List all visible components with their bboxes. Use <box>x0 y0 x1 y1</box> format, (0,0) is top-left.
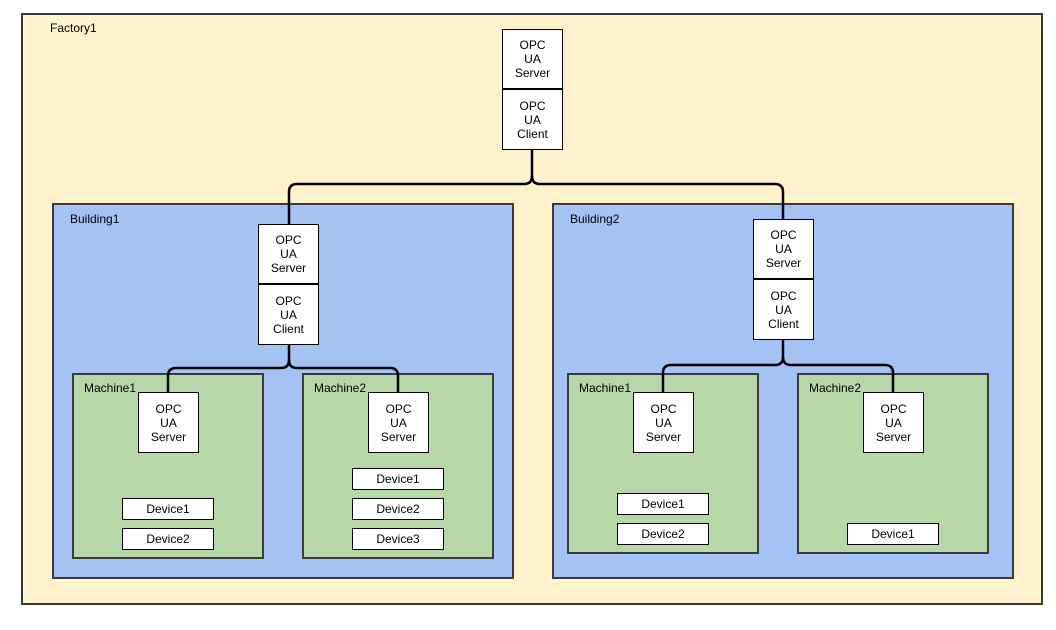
b1-m2-device2: Device2 <box>352 498 444 520</box>
factory-opc-ua-server: OPC UA Server <box>502 29 563 89</box>
b1-machine2-label: Machine2 <box>314 381 367 395</box>
b1-m1-device2: Device2 <box>122 528 214 550</box>
building1-label: Building1 <box>70 212 120 226</box>
b2-m1-device2: Device2 <box>617 523 709 545</box>
building2-opc-ua-server: OPC UA Server <box>753 219 814 279</box>
b2-machine2-opc-ua-server: OPC UA Server <box>863 392 924 453</box>
b2-m2-device1: Device1 <box>847 523 939 545</box>
building1-opc-ua-client: OPC UA Client <box>258 284 319 345</box>
building2-label: Building2 <box>570 212 620 226</box>
b1-m1-device1: Device1 <box>122 498 214 520</box>
factory-label: Factory1 <box>50 21 97 35</box>
b1-m2-device3: Device3 <box>352 528 444 550</box>
b2-machine1-opc-ua-server: OPC UA Server <box>633 392 694 453</box>
b2-m1-device1: Device1 <box>617 493 709 515</box>
b1-machine1-label: Machine1 <box>84 381 137 395</box>
b2-machine2-label: Machine2 <box>809 381 862 395</box>
building2-opc-ua-client: OPC UA Client <box>753 279 814 340</box>
b2-machine1-label: Machine1 <box>579 381 632 395</box>
building1-opc-ua-server: OPC UA Server <box>258 224 319 284</box>
b1-machine1-opc-ua-server: OPC UA Server <box>138 392 199 453</box>
b1-m2-device1: Device1 <box>352 468 444 490</box>
factory-opc-ua-client: OPC UA Client <box>502 89 563 150</box>
b1-machine2-opc-ua-server: OPC UA Server <box>368 392 429 453</box>
